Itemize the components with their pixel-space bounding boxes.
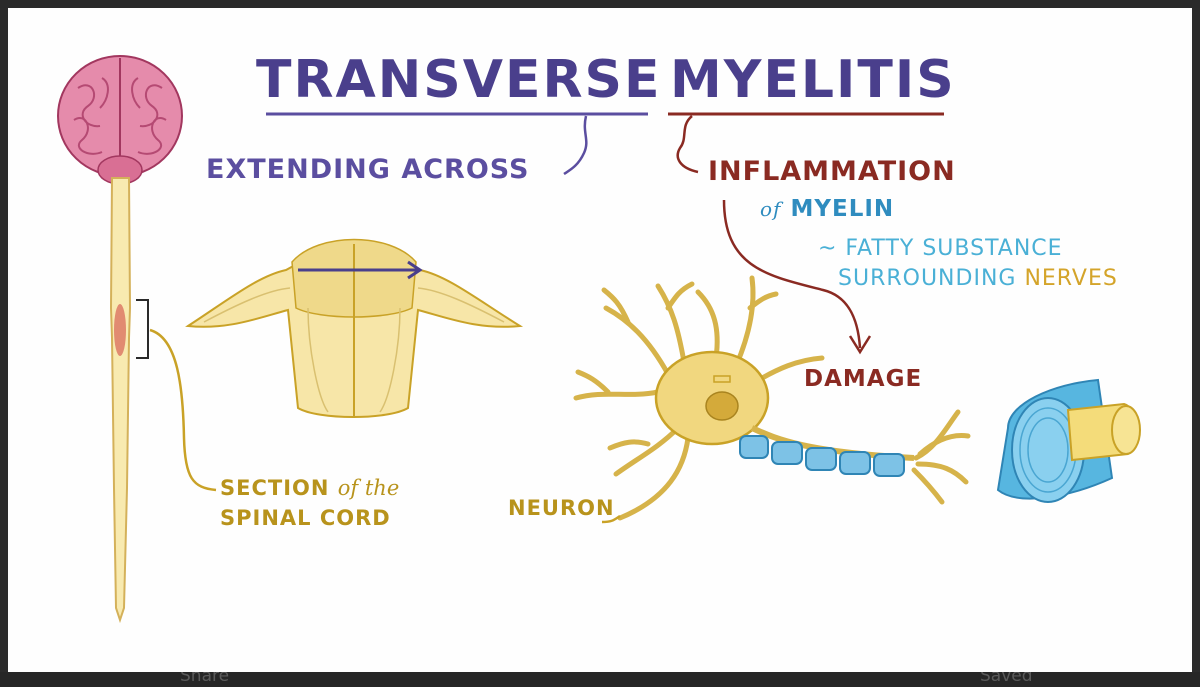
section-leader-line [149, 328, 217, 492]
spinal-cord-column [109, 177, 132, 624]
label-surrounding-word: SURROUNDING [838, 266, 1017, 291]
title-myelitis: MYELITIS [670, 50, 956, 110]
label-extending-across: EXTENDING ACROSS [206, 154, 530, 185]
damage-arrow [722, 199, 862, 349]
label-myelin-word: MYELIN [790, 196, 895, 222]
illustration-layer [57, 55, 1141, 624]
label-section-word: SECTION [220, 476, 330, 500]
neuron-leader-line [601, 514, 621, 524]
bottom-bar: Share Saved [0, 672, 1200, 687]
cord-cross-section [185, 238, 524, 418]
myelitis-bracket [676, 115, 699, 174]
label-nerves-word: NERVES [1024, 266, 1118, 291]
lesion-highlight [114, 304, 126, 356]
diagram-canvas: TRANSVERSE MYELITIS EXTENDING ACROSS INF… [8, 8, 1192, 672]
label-of-the: of the [337, 476, 400, 500]
saved-label[interactable]: Saved [980, 672, 1033, 686]
label-section-line1: SECTION of the [220, 476, 399, 500]
share-label[interactable]: Share [180, 672, 230, 686]
label-of-myelin: of MYELIN [760, 196, 894, 222]
label-fatty-substance: ~ FATTY SUBSTANCE [818, 236, 1063, 261]
top-bar [0, 0, 1200, 8]
label-surrounding-nerves: SURROUNDING NERVES [838, 266, 1118, 291]
brain-illustration [57, 55, 183, 185]
myelin-sheath-illustration [996, 378, 1141, 503]
title-transverse: TRANSVERSE [256, 50, 662, 110]
label-inflammation: INFLAMMATION [708, 156, 956, 187]
neuron-illustration [573, 275, 971, 521]
damage-arrowhead [848, 335, 872, 355]
label-section-line2: SPINAL CORD [220, 506, 391, 530]
section-bracket [136, 299, 149, 359]
transverse-bracket [563, 115, 588, 176]
label-of-word: of [760, 197, 782, 221]
label-neuron: NEURON [508, 496, 615, 520]
label-damage: DAMAGE [804, 366, 923, 392]
